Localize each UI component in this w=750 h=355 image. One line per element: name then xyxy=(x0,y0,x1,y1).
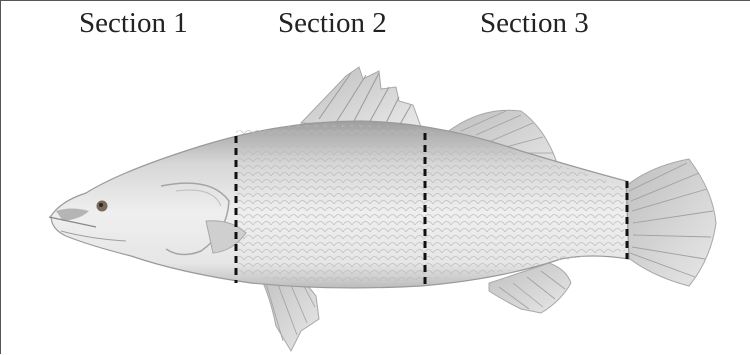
dorsal-fin-spiny xyxy=(301,67,421,127)
caudal-fin xyxy=(626,159,716,286)
